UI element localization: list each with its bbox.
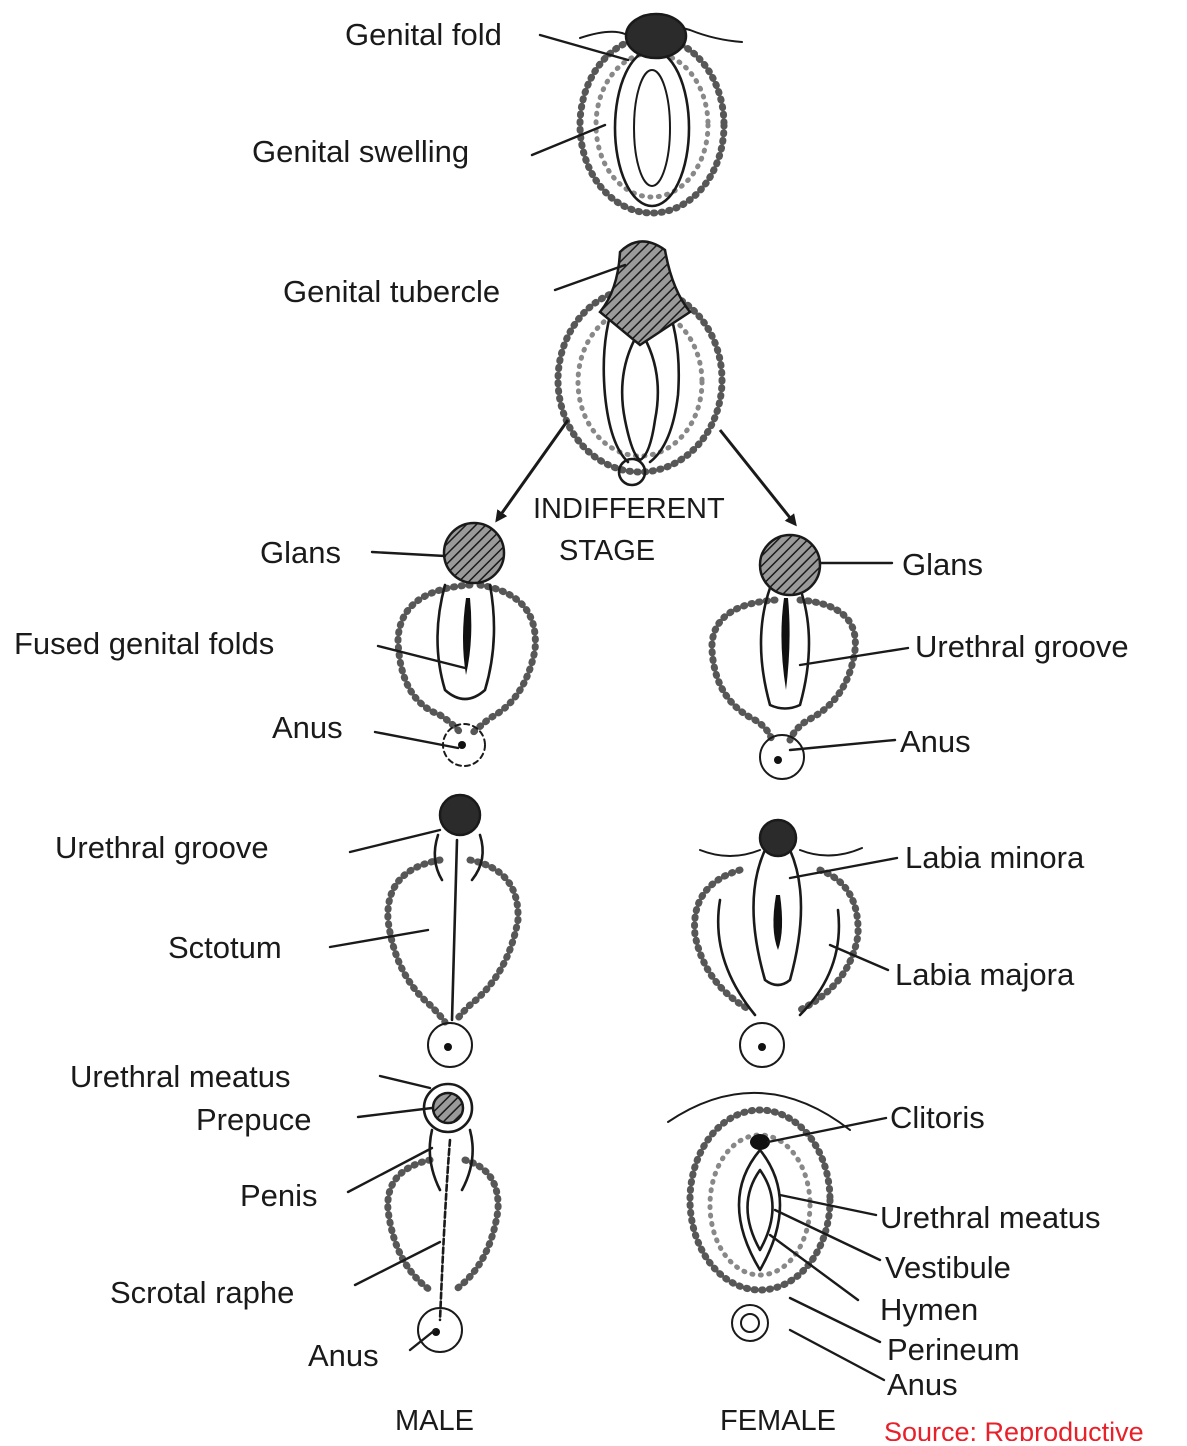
male-stage2-figure xyxy=(388,795,518,1067)
male-label-prepuce: Prepuce xyxy=(196,1102,311,1137)
female-label-vestibule: Vestibule xyxy=(885,1250,1011,1285)
female-label-labia-minora: Labia minora xyxy=(905,840,1085,875)
male-label-urethral-meatus: Urethral meatus xyxy=(70,1059,291,1094)
male-label-glans: Glans xyxy=(260,535,341,570)
female-label-labia-majora: Labia majora xyxy=(895,957,1075,992)
female-caption: FEMALE xyxy=(720,1405,836,1437)
male-label-urethral-groove: Urethral groove xyxy=(55,830,269,865)
female-label-urethral-groove: Urethral groove xyxy=(915,629,1129,664)
male-stage1-figure xyxy=(398,523,535,766)
male-label-fused-genital-folds: Fused genital folds xyxy=(14,626,274,661)
female-label-clitoris: Clitoris xyxy=(890,1100,985,1135)
female-stage2-figure xyxy=(695,820,862,1067)
male-caption: MALE xyxy=(395,1405,474,1437)
source-note: Source: Reproductive xyxy=(884,1417,1144,1441)
female-label-anus-2: Anus xyxy=(887,1367,958,1402)
male-stage3-figure xyxy=(388,1084,498,1352)
male-label-scrotal-raphe: Scrotal raphe xyxy=(110,1275,294,1310)
female-label-urethral-meatus: Urethral meatus xyxy=(880,1200,1101,1235)
arrow-to-female xyxy=(720,430,795,524)
male-label-sctotum: Sctotum xyxy=(168,930,282,965)
label-indifferent-line2: STAGE xyxy=(559,535,655,567)
male-label-anus-2: Anus xyxy=(308,1338,379,1373)
female-label-glans: Glans xyxy=(902,547,983,582)
label-indifferent-line1: INDIFFERENT xyxy=(533,493,725,525)
label-genital-tubercle: Genital tubercle xyxy=(283,274,500,309)
male-label-penis: Penis xyxy=(240,1178,318,1213)
female-labels: Glans Urethral groove Anus Labia minora … xyxy=(720,547,1129,1437)
stage2-figure xyxy=(558,241,722,485)
stage1-figure xyxy=(580,14,742,213)
label-genital-swelling: Genital swelling xyxy=(252,134,469,169)
female-label-anus-1: Anus xyxy=(900,724,971,759)
female-label-perineum: Perineum xyxy=(887,1332,1020,1367)
label-genital-fold: Genital fold xyxy=(345,17,502,52)
female-label-hymen: Hymen xyxy=(880,1292,978,1327)
male-label-anus-1: Anus xyxy=(272,710,343,745)
female-stage1-figure xyxy=(712,535,855,779)
